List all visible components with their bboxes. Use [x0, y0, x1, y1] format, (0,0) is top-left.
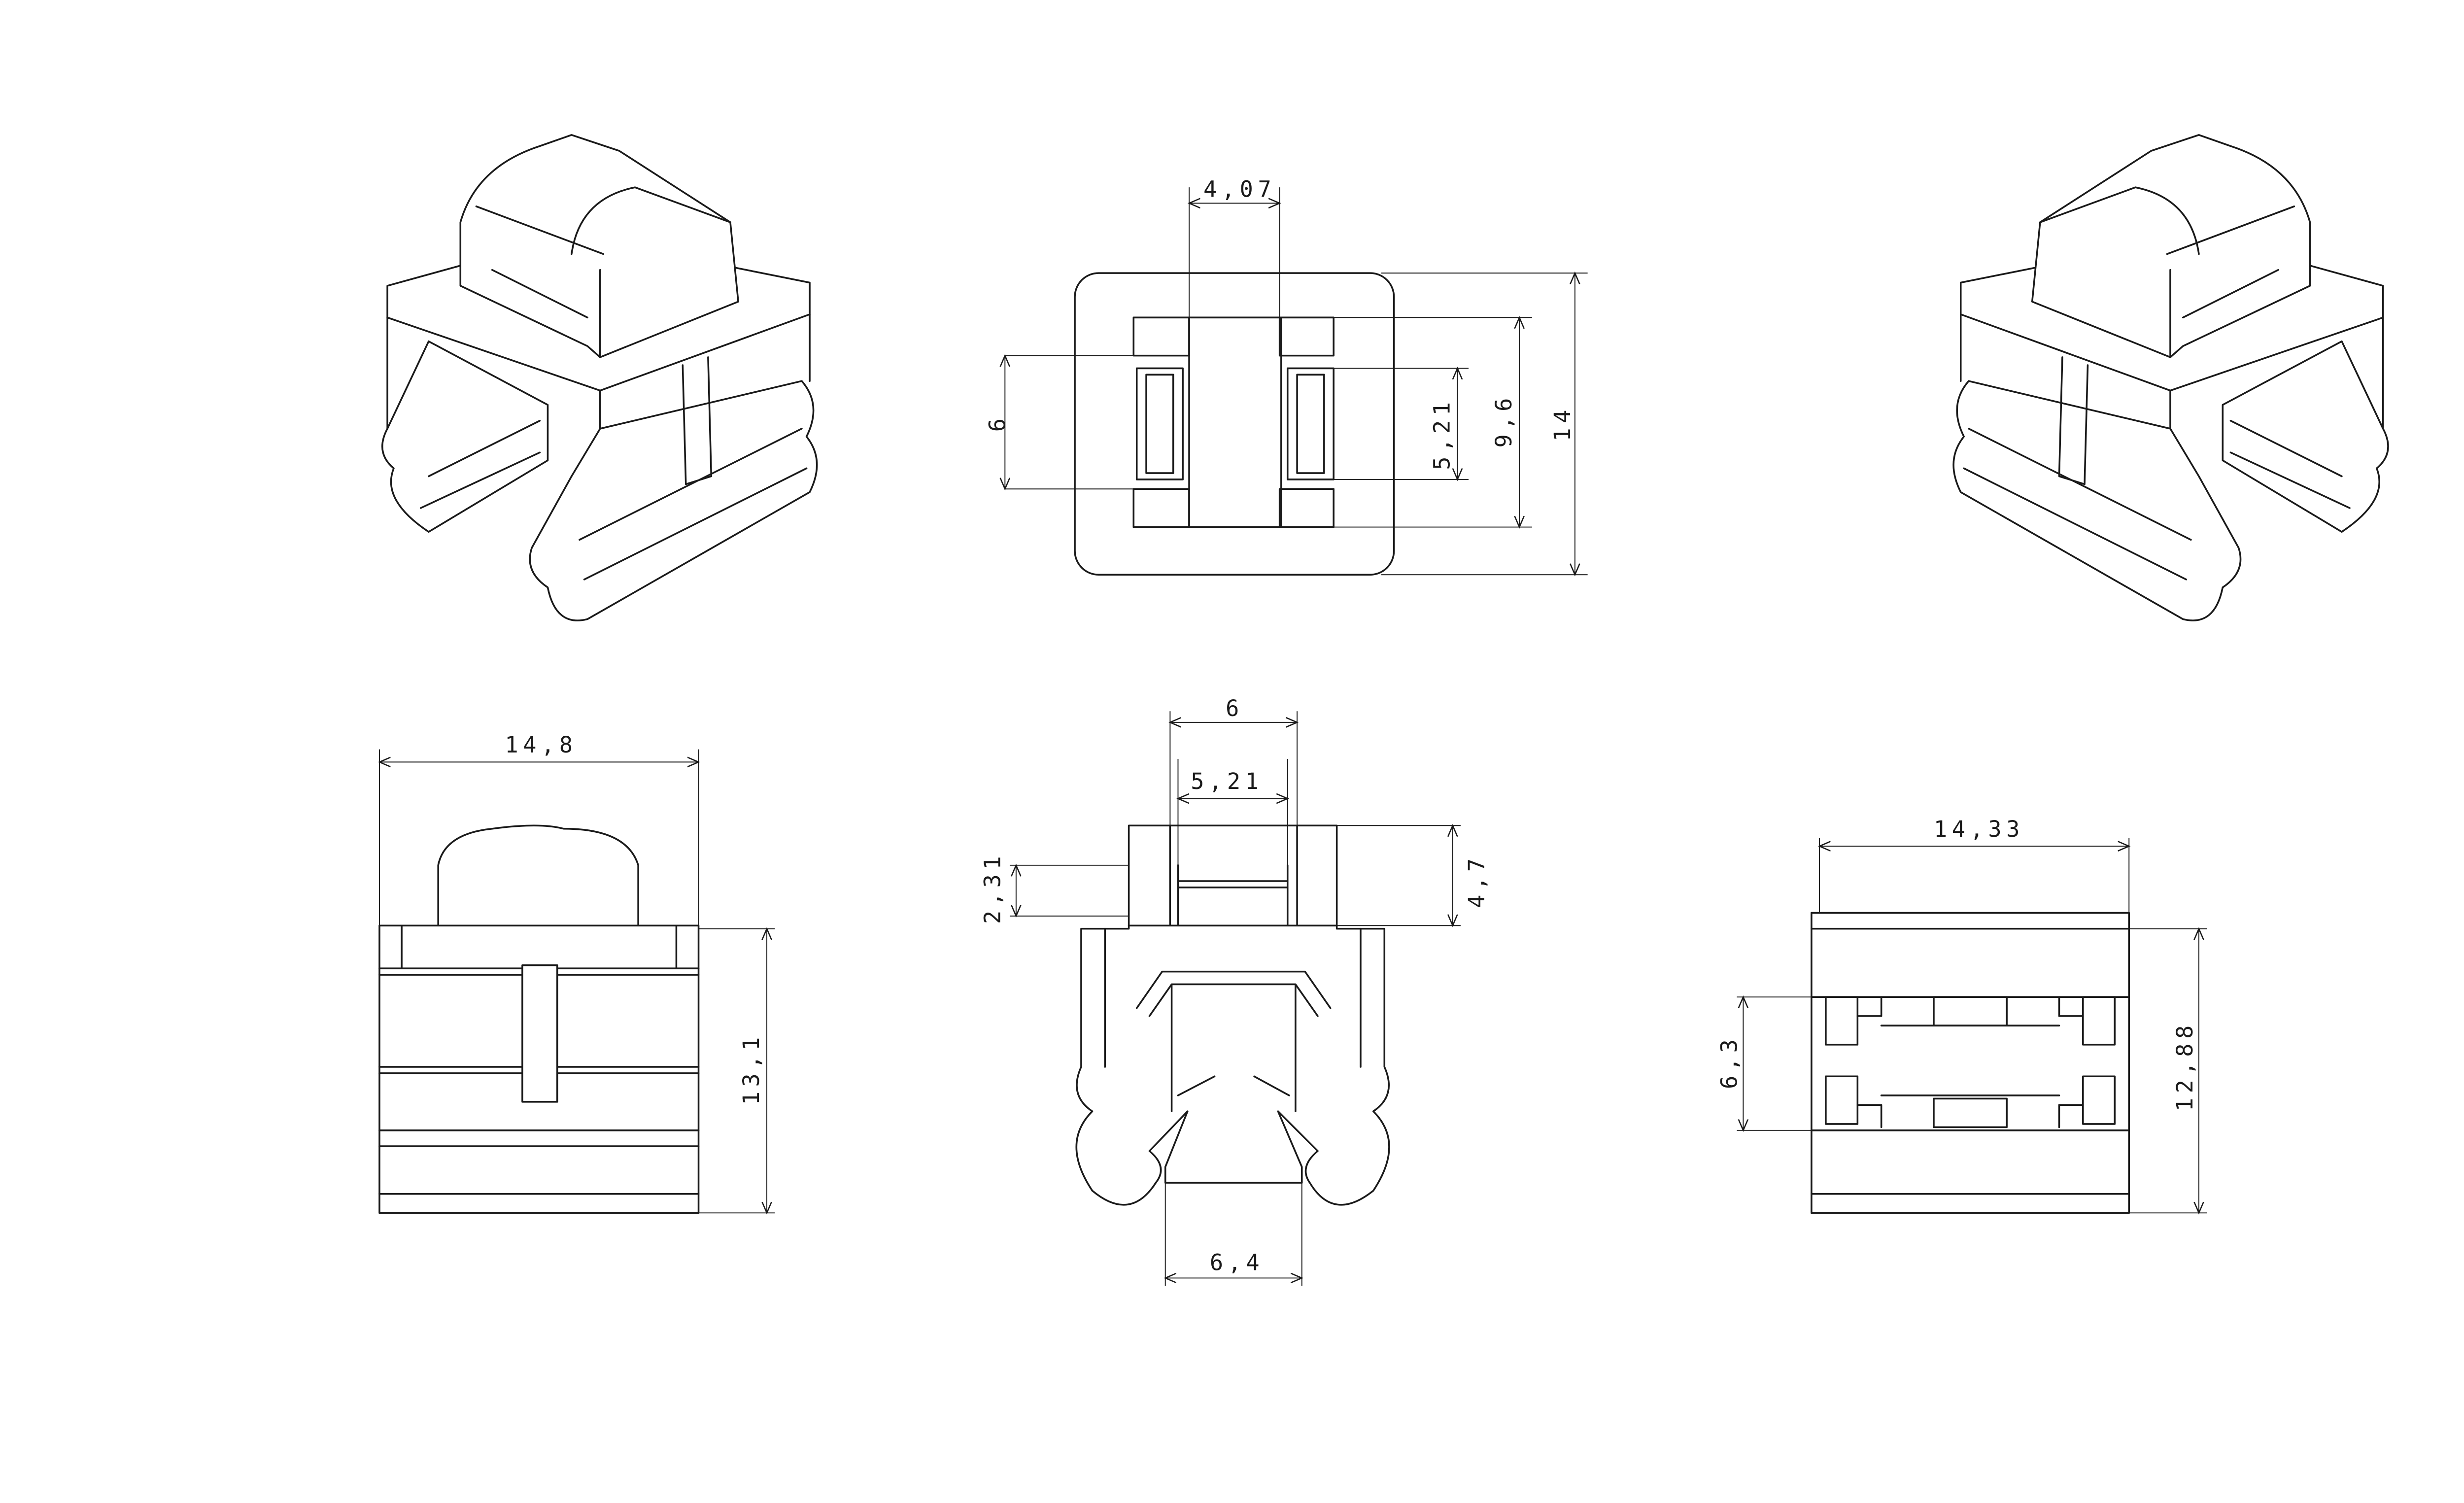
dim-side-inner-width: 5,21: [1191, 768, 1263, 794]
dim-top-inner-height: 9,6: [1491, 393, 1517, 447]
bottom-view: 14,33 6,3 12,88: [1716, 816, 2207, 1213]
drawing-sheet: 4,07 6 5,21 9,6 14 14,8 13,1 6 5,21 2,31…: [0, 134, 2389, 1286]
dim-side-outer-width: 6: [1226, 695, 1244, 721]
dim-bottom-width: 14,33: [1934, 816, 2024, 842]
dim-bottom-height: 12,88: [2172, 1021, 2198, 1111]
dim-bottom-slot-height: 6,3: [1716, 1035, 1742, 1089]
dim-top-width-inner: 4,07: [1203, 176, 1276, 202]
top-view: 4,07 6 5,21 9,6 14: [984, 176, 1588, 575]
dim-top-slot-inner: 5,21: [1429, 397, 1455, 470]
side-view: 6 5,21 2,31 4,7 6,4: [980, 695, 1490, 1286]
dim-side-slot-height: 2,31: [980, 852, 1006, 924]
technical-drawing: 4,07 6 5,21 9,6 14 14,8 13,1 6 5,21 2,31…: [0, 134, 2389, 1286]
dim-front-height: 13,1: [738, 1032, 764, 1105]
dim-front-width: 14,8: [505, 732, 577, 758]
dim-top-slot-height: 6: [984, 413, 1010, 432]
dim-side-opening: 6,4: [1210, 1249, 1264, 1275]
isometric-view-right: [1952, 134, 2389, 621]
dim-side-top-height: 4,7: [1464, 854, 1490, 908]
front-view: 14,8 13,1: [379, 732, 775, 1213]
dim-top-overall: 14: [1549, 405, 1575, 442]
isometric-view-left: [381, 134, 818, 621]
